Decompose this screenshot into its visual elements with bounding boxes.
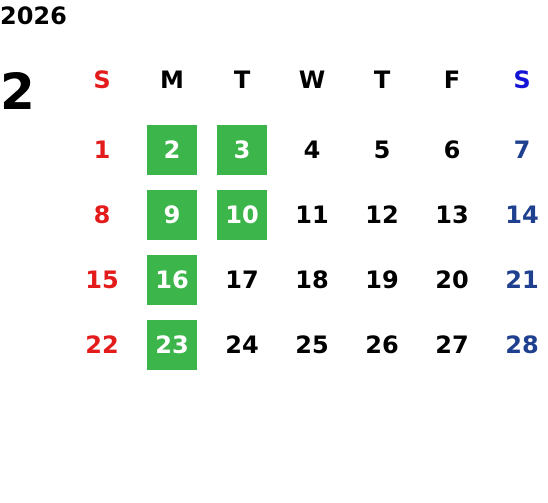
calendar-day-highlighted[interactable]: 3 bbox=[217, 125, 267, 175]
calendar-day[interactable]: 22 bbox=[85, 331, 119, 359]
calendar-day-highlighted[interactable]: 23 bbox=[147, 320, 197, 370]
calendar-day-highlighted[interactable]: 10 bbox=[217, 190, 267, 240]
weekday-label: M bbox=[160, 66, 184, 94]
calendar-day[interactable]: 20 bbox=[435, 266, 469, 294]
weekday-label: F bbox=[443, 66, 461, 94]
calendar-day[interactable]: 5 bbox=[373, 136, 391, 164]
calendar-day[interactable]: 21 bbox=[505, 266, 539, 294]
weekday-label: S bbox=[93, 66, 111, 94]
weekday-label: S bbox=[513, 66, 531, 94]
calendar-day[interactable]: 12 bbox=[365, 201, 399, 229]
calendar-day[interactable]: 25 bbox=[295, 331, 329, 359]
calendar-day[interactable]: 11 bbox=[295, 201, 329, 229]
calendar-day[interactable]: 6 bbox=[443, 136, 461, 164]
calendar-day-highlighted[interactable]: 9 bbox=[147, 190, 197, 240]
calendar-week-row: 8 9 10 11 12 13 14 bbox=[67, 190, 548, 255]
calendar-day[interactable]: 18 bbox=[295, 266, 329, 294]
weekday-label: T bbox=[233, 66, 251, 94]
weekday-label: T bbox=[373, 66, 391, 94]
calendar-day-highlighted[interactable]: 2 bbox=[147, 125, 197, 175]
calendar-day[interactable]: 28 bbox=[505, 331, 539, 359]
calendar-day-highlighted[interactable]: 16 bbox=[147, 255, 197, 305]
calendar-day[interactable]: 14 bbox=[505, 201, 539, 229]
calendar-day[interactable]: 4 bbox=[303, 136, 321, 164]
calendar-week-row: 22 23 24 25 26 27 28 bbox=[67, 320, 548, 385]
calendar-week-row: 15 16 17 18 19 20 21 bbox=[67, 255, 548, 320]
calendar-month: 2 bbox=[0, 63, 35, 121]
calendar-year: 2026 bbox=[0, 2, 67, 30]
calendar-day[interactable]: 1 bbox=[93, 136, 111, 164]
calendar-day[interactable]: 15 bbox=[85, 266, 119, 294]
calendar-day[interactable]: 13 bbox=[435, 201, 469, 229]
calendar-day[interactable]: 24 bbox=[225, 331, 259, 359]
calendar-day[interactable]: 19 bbox=[365, 266, 399, 294]
calendar-day[interactable]: 27 bbox=[435, 331, 469, 359]
weekday-label: W bbox=[298, 66, 326, 94]
calendar-day[interactable]: 17 bbox=[225, 266, 259, 294]
calendar-day[interactable]: 8 bbox=[93, 201, 111, 229]
calendar-day[interactable]: 26 bbox=[365, 331, 399, 359]
calendar-day[interactable]: 7 bbox=[513, 136, 531, 164]
